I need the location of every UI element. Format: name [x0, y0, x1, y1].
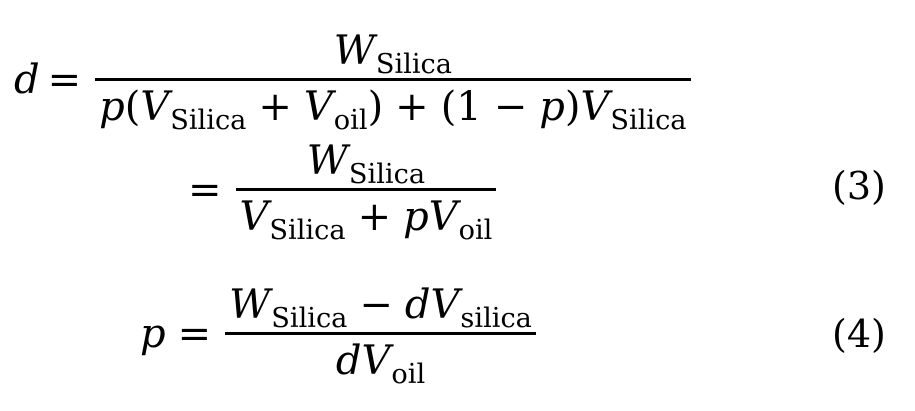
v-symbol: V [303, 84, 333, 131]
paren-open: ( [124, 84, 141, 131]
d-symbol: d [404, 282, 431, 328]
lhs-p: p [140, 310, 166, 357]
equation-4: p = WSilica−dVsilica dVoil [140, 282, 536, 390]
subscript-silica: Silica [375, 48, 452, 80]
p-symbol: p [539, 84, 565, 131]
subscript-silica: Silica [170, 104, 247, 136]
subscript-silica: Silica [348, 158, 426, 190]
denominator: dVoil [332, 338, 429, 390]
equation-3-line-2: = WSilica VSilica+pVoil [188, 138, 497, 246]
numerator: WSilica [303, 138, 429, 190]
fraction-bar [95, 78, 691, 82]
fraction-eq3-line2: WSilica VSilica+pVoil [235, 138, 497, 246]
subscript-silica: Silica [271, 302, 348, 334]
subscript-oil: oil [458, 214, 493, 246]
equation-number-3: (3) [832, 164, 886, 208]
fraction-bar [235, 188, 497, 192]
equals-sign: = [188, 166, 222, 213]
minus-sign: − [493, 84, 528, 131]
d-symbol: d [335, 338, 362, 385]
subscript-silica: Silica [269, 214, 346, 246]
fraction-bar [225, 332, 536, 336]
denominator: p(VSilica+Voil)+(1−p)VSilica [95, 84, 690, 136]
plus-sign: + [357, 194, 392, 241]
p-symbol: p [99, 84, 125, 131]
equation-number-4: (4) [832, 312, 886, 356]
plus-sign: + [258, 84, 292, 131]
w-symbol: W [306, 138, 348, 184]
subscript-oil: oil [391, 358, 426, 390]
plus-sign: + [395, 84, 429, 131]
fraction-eq4: WSilica−dVsilica dVoil [225, 282, 536, 390]
v-symbol: V [580, 84, 610, 131]
one-open-paren: (1 [440, 84, 482, 131]
v-symbol: V [430, 282, 460, 328]
equals-sign: = [177, 310, 212, 357]
subscript-silica: Silica [610, 104, 687, 136]
lhs-d: d [14, 56, 40, 103]
w-symbol: W [333, 28, 375, 74]
subscript-oil: oil [333, 104, 368, 136]
subscript-silica-lower: silica [460, 302, 532, 334]
equals-sign: = [47, 56, 82, 103]
w-symbol: W [229, 282, 271, 328]
p-symbol: p [403, 194, 429, 241]
v-symbol: V [239, 194, 269, 241]
denominator: VSilica+pVoil [236, 194, 497, 246]
v-symbol: V [140, 84, 170, 131]
minus-sign: − [359, 282, 393, 328]
numerator: WSilica−dVsilica [225, 282, 536, 334]
fraction-eq3-line1: WSilica p(VSilica+Voil)+(1−p)VSilica [95, 28, 691, 136]
v-symbol: V [361, 338, 391, 385]
paren-close: ) [367, 84, 384, 131]
v-symbol: V [428, 194, 458, 241]
paren-close: ) [564, 84, 581, 131]
equation-3-line-1: d = WSilica p(VSilica+Voil)+(1−p)VSilica [14, 28, 691, 136]
numerator: WSilica [330, 28, 456, 80]
